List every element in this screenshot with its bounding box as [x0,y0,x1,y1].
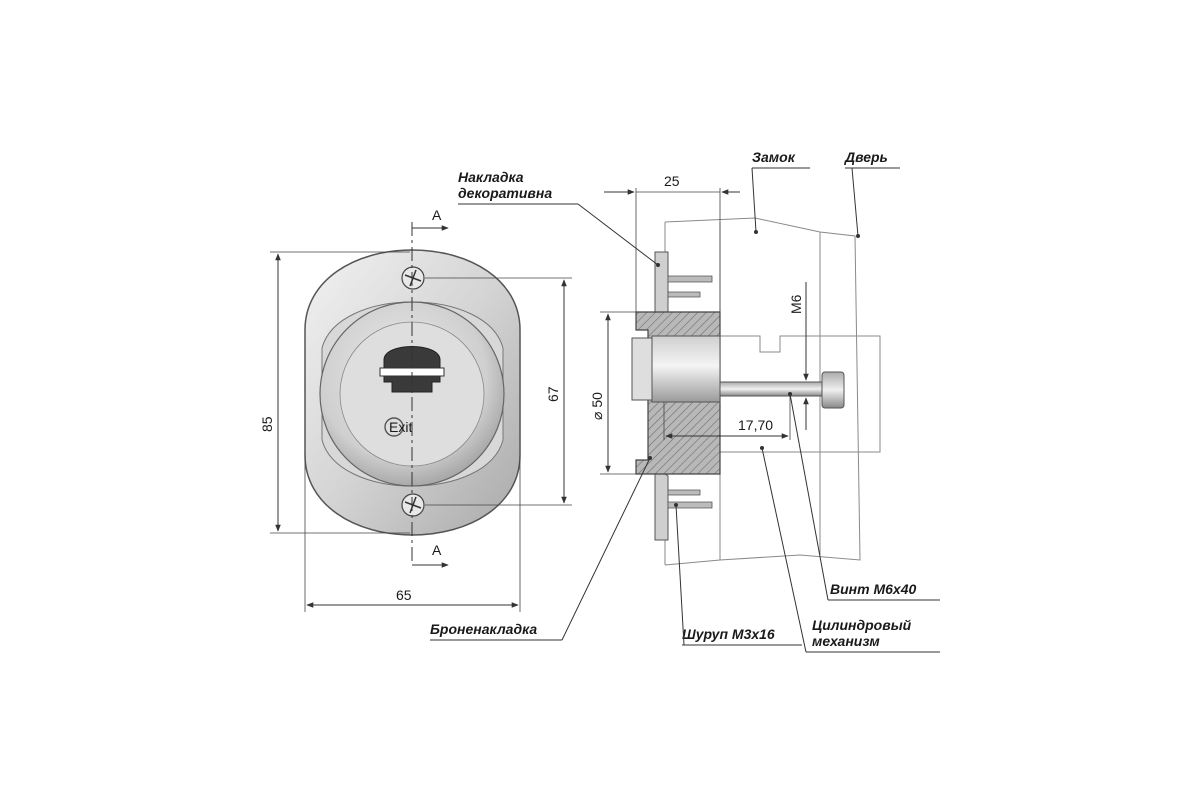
leader-screw-dot [674,503,678,507]
brand-logo: Exit [384,417,412,437]
dim-depth: 25 [664,173,680,189]
callouts: Накладка декоративна Замок Дверь Бронена… [430,149,940,653]
cylinder-face [631,337,653,401]
dim-cylinder-diameter: ⌀ 50 [589,392,605,420]
leader-bolt [789,393,829,601]
screw-top-slot-cross [409,269,417,287]
leader-cylinder-dot [760,446,764,450]
cylinder-body [651,335,721,403]
screw-bottom [401,493,425,517]
bolt-head [821,371,845,409]
decorative-plate-spike-top [667,275,713,283]
leader-bolt-dot [788,392,792,396]
leader-cylinder [761,447,807,653]
screw-top [401,266,425,290]
dim-width: 65 [396,587,412,603]
brand-logo-circle [384,417,404,437]
label-cylinder-line2: механизм [812,633,880,649]
label-decorative-plate-line2: декоративна [458,185,552,201]
leader-lock [751,167,757,233]
dim-height-outer: 85 [259,416,275,432]
leader-lock-dot [754,230,758,234]
screw-bottom-slot-cross [409,496,417,514]
dim-height-screws: 67 [545,386,561,402]
lock-body-outline [720,335,881,453]
cylinder-cover-inner [339,321,485,467]
label-bolt: Винт М6х40 [830,581,916,597]
label-cylinder-line1: Цилиндровый [812,617,912,633]
section-mark-top: A [432,207,442,223]
section-mark-bottom: A [432,542,442,558]
leader-decorative-plate-dot [656,263,660,267]
leader-screw [675,504,685,646]
door-outline [664,217,861,566]
bolt-shaft [719,381,825,397]
dim-thread: M6 [788,294,804,314]
decorative-plate-spike-bottom-2 [667,489,701,496]
label-armor-plate: Броненакладка [430,621,537,637]
leader-armor-plate [561,457,651,641]
side-view: 25 ⌀ 50 M6 17,70 [589,173,881,566]
label-lock: Замок [752,149,796,165]
dim-offset: 17,70 [738,417,773,433]
label-decorative-plate-line1: Накладка [458,169,524,185]
front-view: Exit A A 85 67 65 [259,207,572,612]
leader-armor-plate-dot [648,456,652,460]
leader-door [851,167,859,237]
leader-door-dot [856,234,860,238]
decorative-plate-spike-bottom [667,501,713,509]
brand-logo-text: Exit [389,419,412,435]
label-screw: Шуруп М3х16 [682,626,775,642]
label-door: Дверь [844,149,888,165]
decorative-plate-spike-top-2 [667,291,701,298]
leader-decorative-plate [577,203,659,266]
